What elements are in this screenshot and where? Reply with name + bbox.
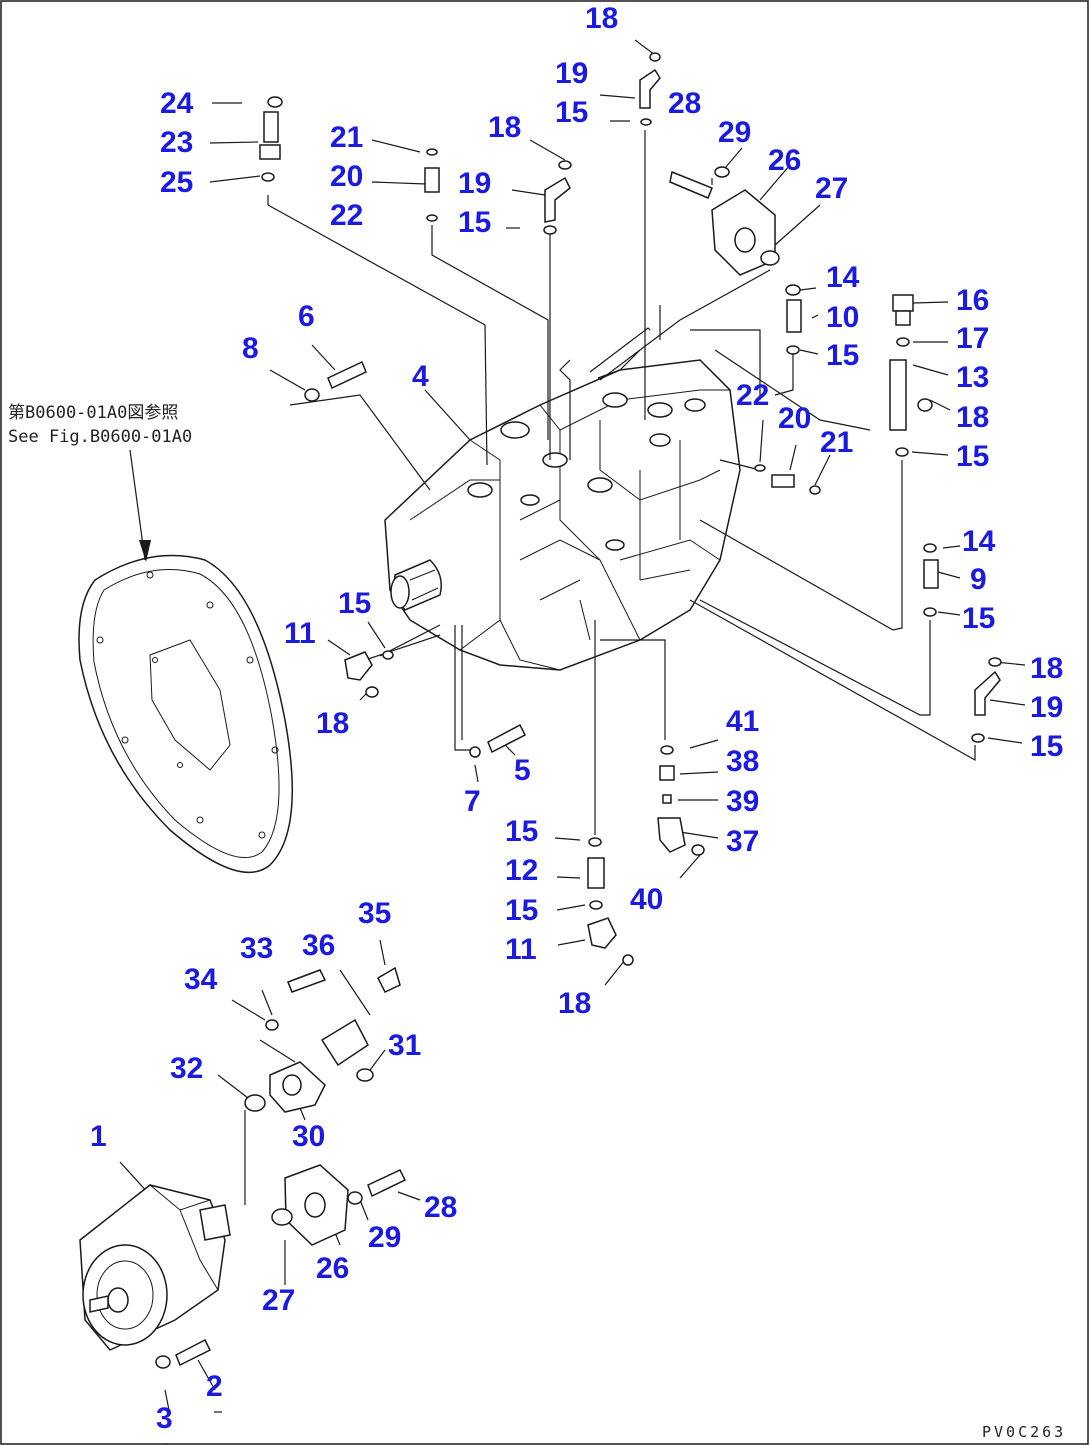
callout-23: 23 [160,126,193,159]
callout-36: 36 [302,929,335,962]
callout-6: 6 [298,300,315,333]
callout-22: 22 [330,199,363,232]
callout-24: 24 [160,87,194,120]
callout-15: 15 [826,339,859,372]
callout-22: 22 [736,379,769,412]
flywheel-housing [78,554,293,873]
arrow-head [139,540,151,562]
callout-18: 18 [585,2,618,35]
callout-11: 11 [284,617,316,650]
callout-40: 40 [630,883,663,916]
callout-5: 5 [514,754,531,787]
callout-30: 30 [292,1120,325,1153]
callout-8: 8 [242,332,259,365]
callout-33: 33 [240,932,273,965]
callout-18: 18 [488,111,521,144]
callout-25: 25 [160,166,193,199]
callout-14: 14 [962,525,996,558]
leader-lines [119,39,1026,1445]
callout-18: 18 [316,707,349,740]
callout-39: 39 [726,785,759,818]
callout-26: 26 [768,144,801,177]
callout-34: 34 [184,963,218,996]
callout-1: 1 [90,1120,107,1153]
callout-21: 21 [330,121,363,154]
callout-15: 15 [1030,730,1063,763]
callout-4: 4 [412,360,429,393]
callout-28: 28 [424,1191,457,1224]
callout-15: 15 [505,894,538,927]
callout-28: 28 [668,87,701,120]
callout-18: 18 [558,987,591,1020]
callout-7: 7 [464,785,481,818]
callout-13: 13 [956,361,989,394]
drawing-code: PV0C263 [982,1423,1066,1441]
callout-2: 2 [206,1370,223,1403]
callout-9: 9 [970,563,987,596]
callout-3: 3 [156,1402,173,1435]
callout-20: 20 [778,402,811,435]
reference-note-jp: 第B0600-01A0図参照 [8,403,178,423]
callout-19: 19 [555,57,588,90]
callout-26: 26 [316,1252,349,1285]
callout-20: 20 [330,160,363,193]
reference-note-en: See Fig.B0600-01A0 [8,427,192,447]
callout-15: 15 [505,815,538,848]
callout-18: 18 [1030,652,1063,685]
callout-29: 29 [718,116,751,149]
callout-14: 14 [826,261,860,294]
callout-41: 41 [726,705,759,738]
callout-16: 16 [956,284,989,317]
callout-11: 11 [505,933,537,966]
callout-27: 27 [815,172,848,205]
callout-37: 37 [726,825,759,858]
callout-15: 15 [338,587,371,620]
callout-15: 15 [962,602,995,635]
callout-10: 10 [826,301,859,334]
callout-15: 15 [956,440,989,473]
callout-15: 15 [458,206,491,239]
callout-19: 19 [458,167,491,200]
callout-29: 29 [368,1221,401,1254]
callout-32: 32 [170,1052,203,1085]
callout-21: 21 [820,426,853,459]
main-pump-assembly [384,359,741,671]
callout-27: 27 [262,1284,295,1317]
callout-15: 15 [555,96,588,129]
callout-35: 35 [358,897,391,930]
small-parts [244,52,1002,1246]
callout-numbers: 18 19 15 28 24 23 25 21 20 22 18 19 15 2… [90,2,1063,1435]
callout-31: 31 [388,1029,421,1062]
gear-pump [79,1184,231,1369]
callout-19: 19 [1030,691,1063,724]
callout-38: 38 [726,745,759,778]
callout-12: 12 [505,854,538,887]
callout-18: 18 [956,401,989,434]
callout-17: 17 [956,322,989,355]
